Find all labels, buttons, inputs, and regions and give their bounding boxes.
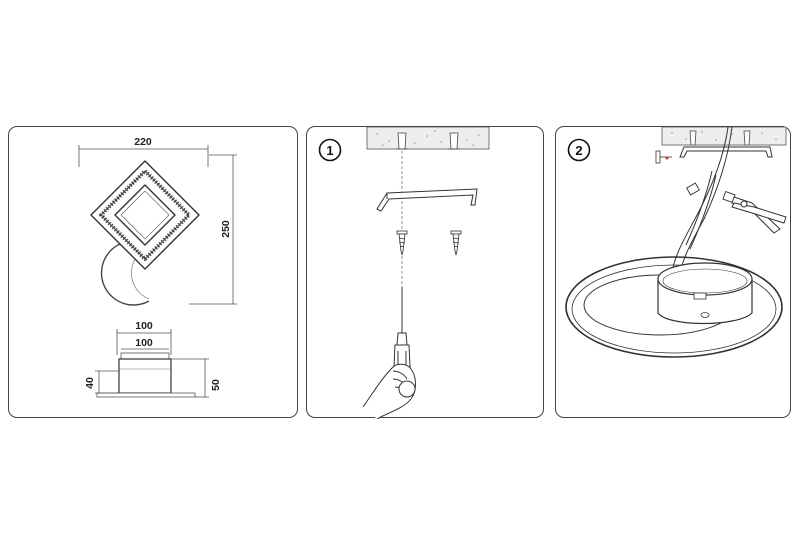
- base-width-inner-label: 100: [135, 337, 153, 349]
- mounted-bracket: [679, 146, 773, 158]
- dimensions-panel: 220 250 100 100: [8, 126, 298, 418]
- wall-plug-right: [743, 130, 751, 146]
- step2-panel: 2: [555, 126, 791, 418]
- step2-number-circle: [567, 138, 591, 162]
- base-dimension-lines: [116, 329, 172, 355]
- canopy-cup: [657, 262, 753, 325]
- wire-connector: [686, 182, 736, 204]
- dimension-drawing: 220 250 100 100: [78, 136, 237, 398]
- step1-drawing: 1: [318, 127, 490, 419]
- width-220-label: 220: [134, 136, 152, 148]
- wall-plug-right: [448, 132, 460, 150]
- screw-detail: [655, 150, 672, 164]
- height-dimension-line: [189, 154, 237, 305]
- diamond-lamp: [90, 160, 200, 270]
- base-height-right-line: [171, 358, 209, 398]
- ceiling-slab: [661, 127, 787, 146]
- base-height-40-label: 40: [84, 377, 96, 389]
- pliers-icon: [731, 196, 787, 234]
- width-dimension-line: [78, 145, 209, 167]
- wall-plug-left: [689, 130, 697, 146]
- height-250-label: 250: [220, 220, 232, 238]
- ceiling-slab: [366, 127, 490, 150]
- step2-drawing: 2: [565, 127, 787, 358]
- screw-left: [396, 230, 408, 256]
- mounting-bracket: [376, 188, 478, 212]
- base-profile: [96, 352, 196, 398]
- hand-icon: [362, 363, 416, 419]
- screw-right: [450, 230, 462, 256]
- step1-number-circle: [318, 138, 342, 162]
- base-height-50-label: 50: [210, 379, 222, 391]
- step1-panel: 1: [306, 126, 544, 419]
- step1-number: 1: [326, 143, 333, 158]
- wall-plug-left: [396, 132, 408, 150]
- base-width-outer-label: 100: [135, 320, 153, 332]
- base-height-left-line: [95, 370, 119, 394]
- step2-number: 2: [575, 143, 582, 158]
